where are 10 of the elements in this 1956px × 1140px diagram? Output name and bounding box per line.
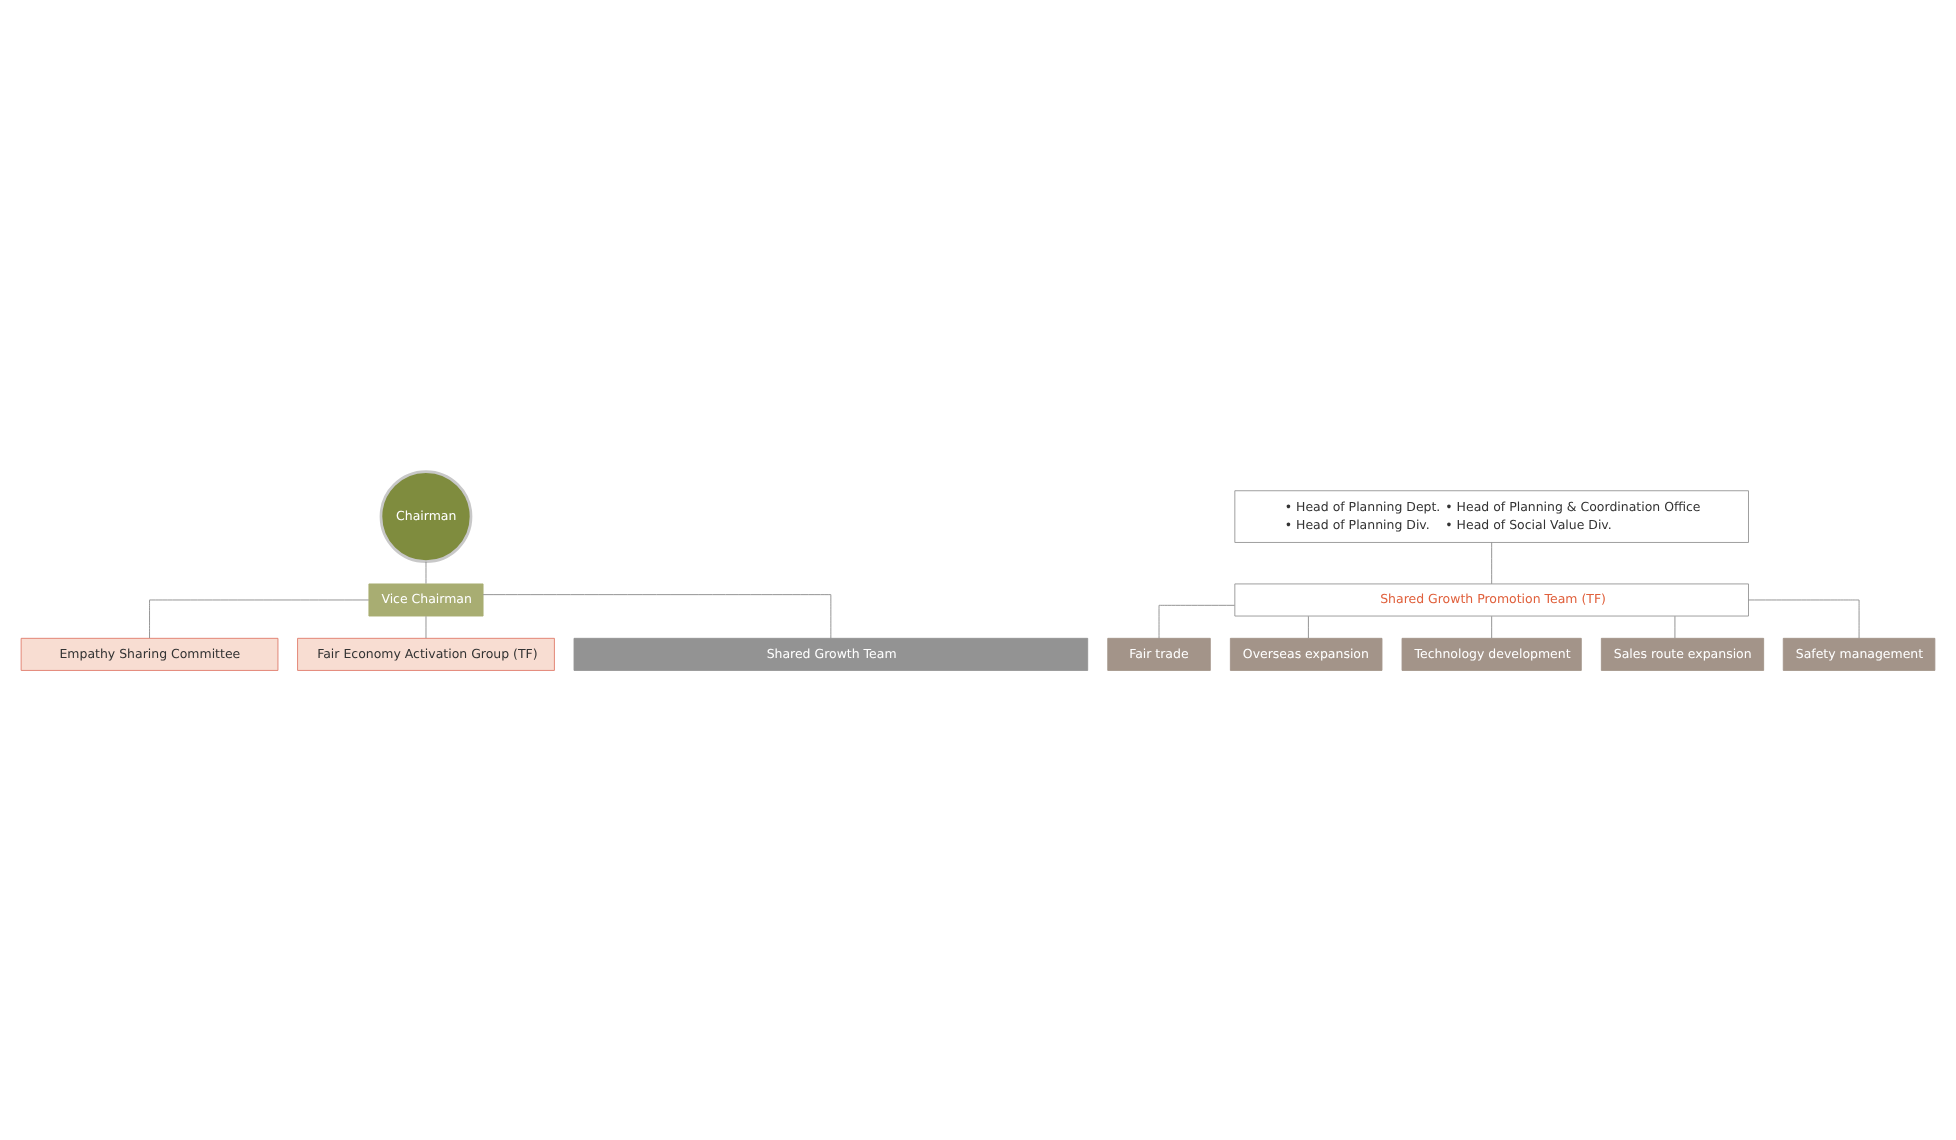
connector (1748, 598, 1860, 638)
connector (1491, 614, 1493, 638)
connector (149, 598, 370, 638)
connector (1158, 603, 1235, 638)
connector (425, 614, 427, 638)
connector (1491, 541, 1493, 584)
connector (1307, 614, 1309, 638)
connector (425, 560, 427, 584)
connector (1674, 614, 1676, 638)
connector (482, 593, 832, 638)
